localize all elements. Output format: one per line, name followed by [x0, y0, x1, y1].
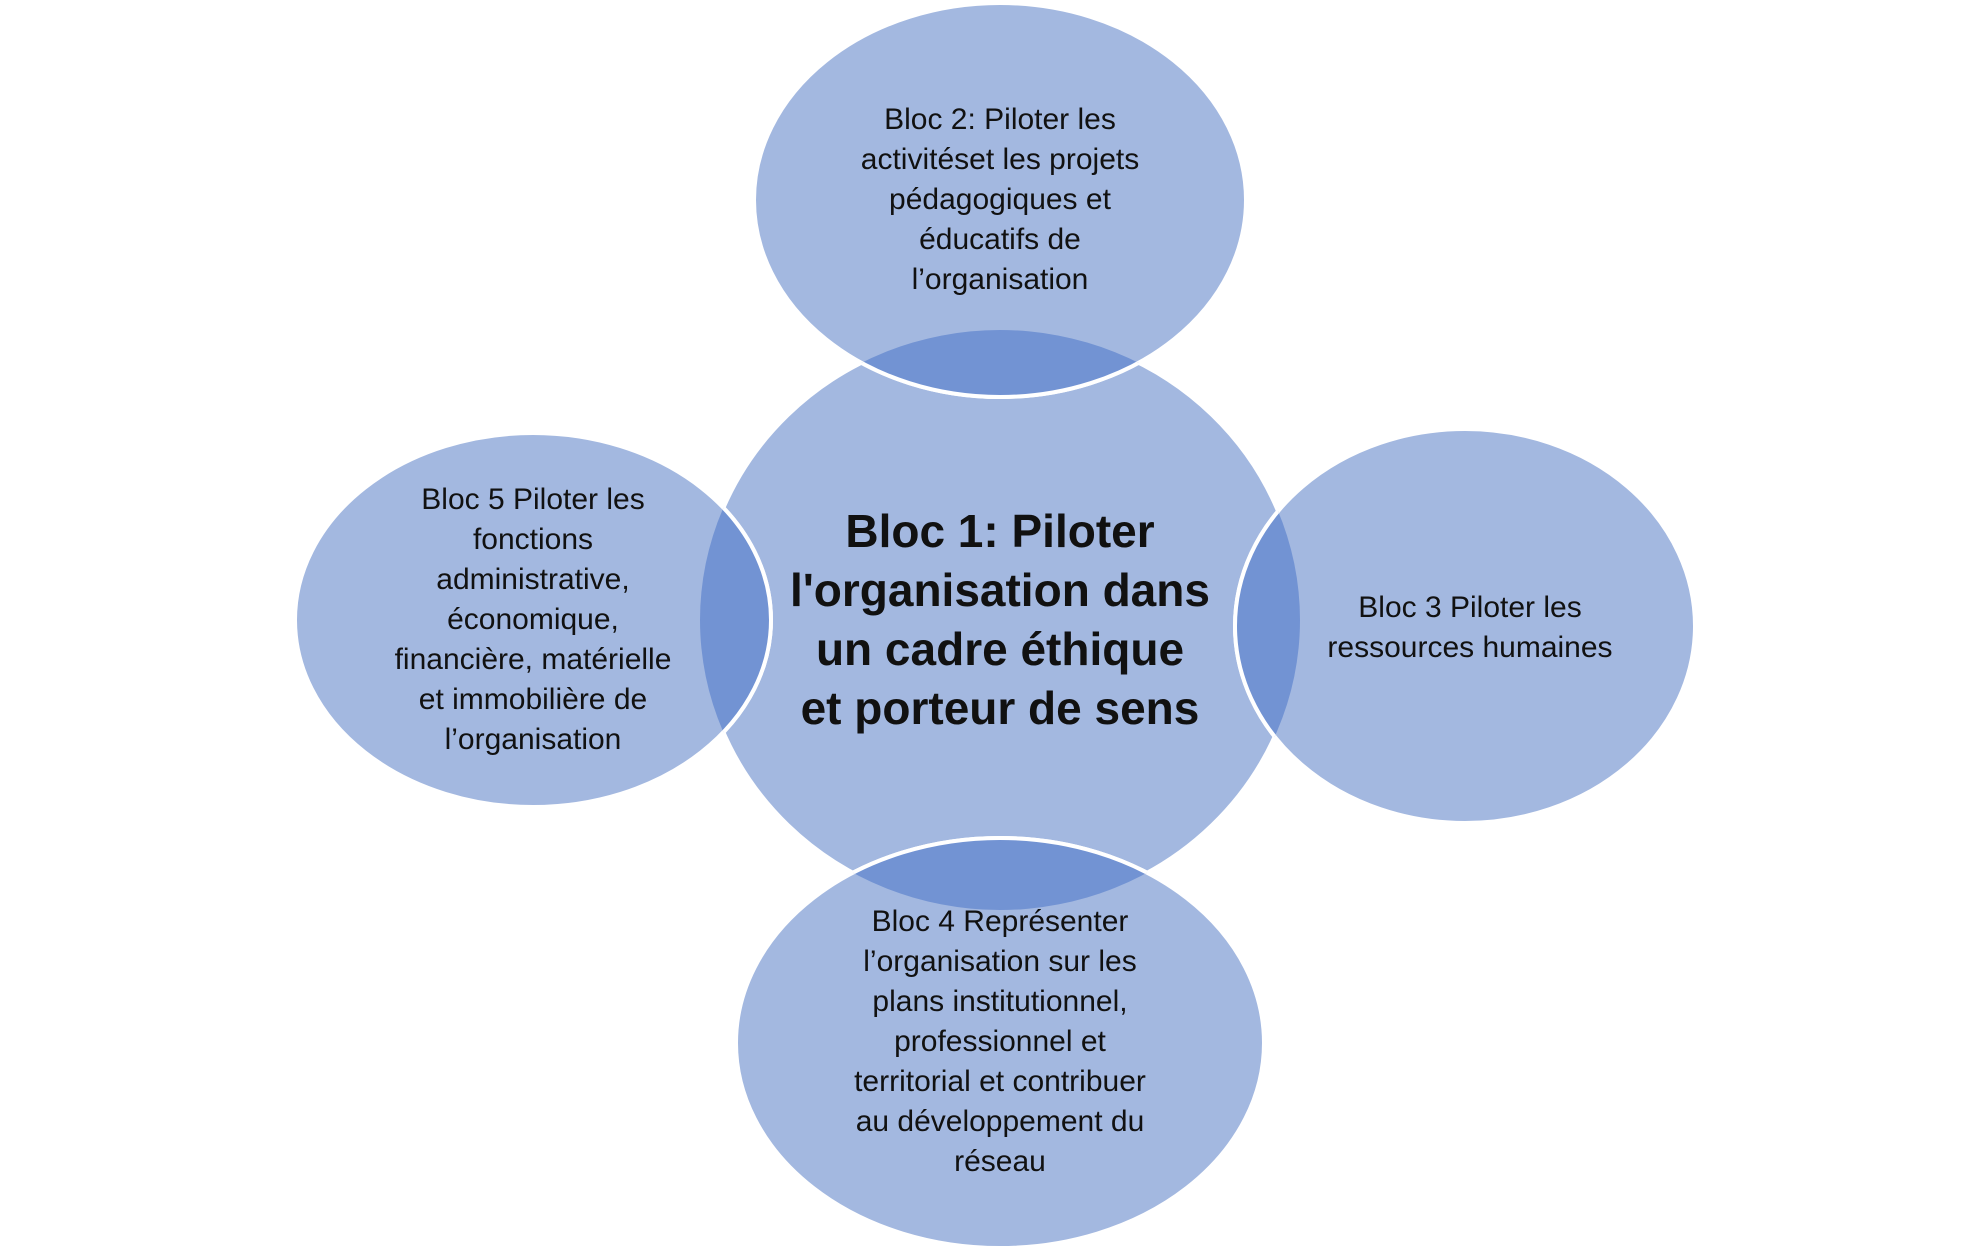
bloc-3-label: Bloc 3 Piloter les ressources humaines [1327, 591, 1613, 664]
bloc-1-label: Bloc 1: Piloter l'organisation dans un c… [790, 505, 1210, 734]
bloc-2-label: Bloc 2: Piloter les activitéset les proj… [860, 103, 1140, 296]
bloc-5-label: Bloc 5 Piloter les fonctions administrat… [394, 483, 672, 756]
overlap-bloc-1-2 [752, 330, 1248, 399]
overlap-bloc-1-4 [734, 836, 1266, 910]
overlap-bloc-1-3 [1233, 427, 1300, 825]
overlap-bloc-1-5 [700, 431, 773, 809]
bloc-4-label: Bloc 4 Représenter l’organisation sur le… [854, 905, 1146, 1178]
